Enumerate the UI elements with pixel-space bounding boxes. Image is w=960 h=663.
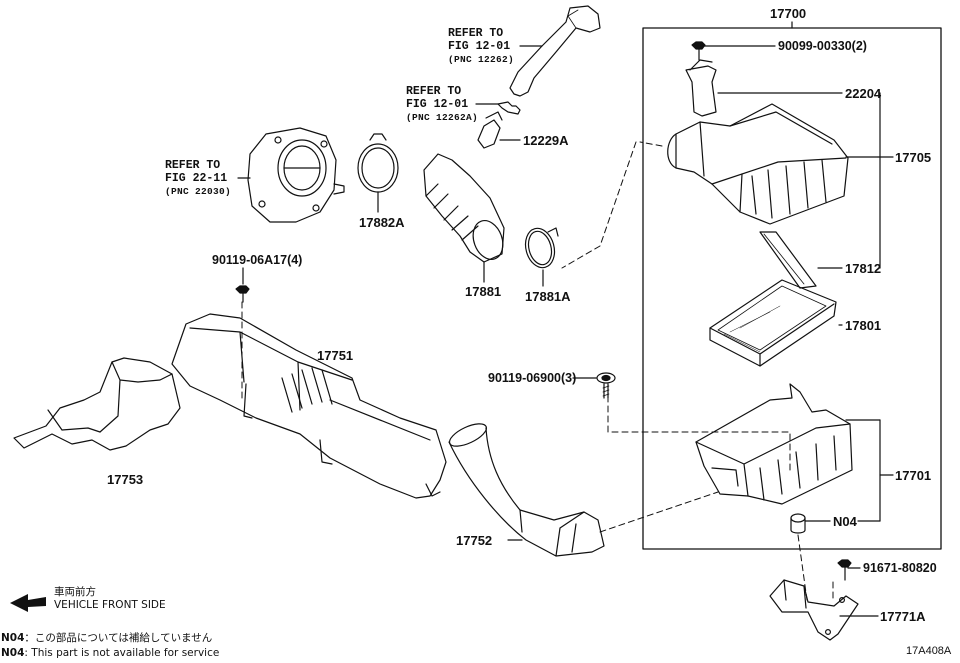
bolt-90119-06a17-icon [235,267,250,303]
air-cleaner-cap-17705 [667,103,849,225]
intake-duct-17752 [448,423,605,557]
callout-17812: 17812 [845,261,882,276]
footnote-en: N04: This part is not available for serv… [1,647,220,659]
air-cleaner-case-17701 [695,383,853,505]
front-arrow-icon [10,594,46,612]
callout-17882a: 17882A [359,215,405,230]
callout-17801: 17801 [845,318,882,333]
air-shroud-17753 [13,357,181,451]
air-filter-element-17812 [759,231,817,289]
clamp-17881a [524,227,559,287]
callout-12229a: 12229A [523,133,569,148]
bolt-90099-icon [691,41,706,61]
gasket-17882a [357,133,399,213]
bolt-91671-icon [837,559,852,581]
callout-17753: 17753 [107,472,144,487]
callout-17701: 17701 [895,468,932,483]
bracket-17771a [769,579,859,641]
fitting-12229a [477,111,521,149]
diagram-code: 17A408A [906,645,952,657]
callout-17700: 17700 [770,6,807,21]
vehicle-front-label: 車両前方 VEHICLE FRONT SIDE [54,586,166,611]
air-filter-17801 [709,279,837,367]
callout-17751: 17751 [317,348,354,363]
callout-17705: 17705 [895,150,932,165]
callout-n04: N04 [833,514,857,529]
throttle-body [237,127,345,223]
callout-90099-00330: 90099-00330(2) [778,39,867,53]
callout-17881a: 17881A [525,289,571,304]
ventilation-hose-12262 [509,5,601,97]
refer-note-12262: REFER TO FIG 12-01 (PNC 12262) [448,27,515,65]
callout-91671-80820: 91671-80820 [863,561,937,575]
air-inlet-17751 [171,313,447,499]
callout-17881: 17881 [465,284,502,299]
callout-90119-06a17: 90119-06A17(4) [212,253,303,267]
refer-note-22030: REFER TO FIG 22-11 (PNC 22030) [165,159,232,197]
callout-17752: 17752 [456,533,493,548]
callout-17771a: 17771A [880,609,926,624]
bolt-90119-06900-icon [572,372,616,399]
pipe-12262a [475,101,521,115]
callout-22204: 22204 [845,86,882,101]
sensor-22204 [685,59,717,117]
callout-90119-06900: 90119-06900(3) [488,371,577,385]
hose-17881 [423,153,505,283]
refer-note-12262a: REFER TO FIG 12-01 (PNC 12262A) [406,85,479,123]
grommet-n04 [790,513,806,534]
footnote-jp: N04：この部品については補給していません [1,632,213,644]
